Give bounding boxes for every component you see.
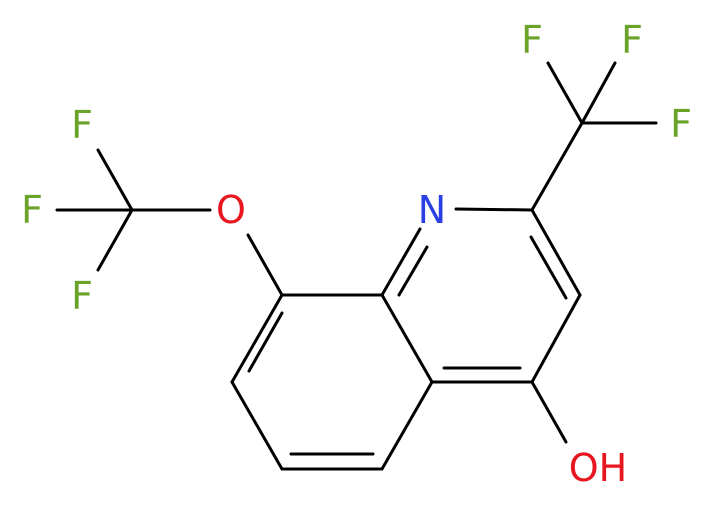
- bond-ocf3-f-left-top: [96, 148, 134, 212]
- atom-label-fluorine: F: [621, 18, 643, 62]
- atom-label-fluorine: F: [71, 274, 93, 318]
- bond-ocf3-f-left-bottom: [96, 208, 134, 272]
- atom-label-nitrogen: N: [418, 188, 446, 232]
- atom-label-fluorine: F: [521, 18, 543, 62]
- bond-c8a-n: [380, 227, 422, 297]
- bond-c3-c4: [530, 293, 582, 384]
- bond-c8a-n-inner: [397, 245, 429, 297]
- bond-n-c2: [454, 207, 534, 212]
- atom-labels: F F F F F F O N OH: [21, 18, 692, 490]
- bond-c4a-c8a: [380, 293, 434, 384]
- bond-c4-oh: [530, 380, 568, 444]
- bond-cf3-f-top-left: [546, 61, 584, 125]
- atom-label-fluorine: F: [670, 102, 692, 146]
- atom-label-oxygen: O: [216, 188, 246, 232]
- atom-label-hydroxyl: OH: [569, 446, 627, 490]
- bond-c8-c7: [230, 293, 284, 384]
- bond-c2-c3: [530, 208, 582, 297]
- atom-label-fluorine: F: [21, 188, 43, 232]
- bond-c8-o: [246, 233, 284, 297]
- bond-cf3-f-top-right: [580, 61, 617, 125]
- bonds: [55, 61, 658, 471]
- bond-c2-cf3: [530, 121, 584, 212]
- bond-c2-c3-inner: [529, 235, 568, 300]
- atom-label-fluorine: F: [71, 103, 93, 147]
- bond-c8-c7-inner: [247, 311, 284, 373]
- bond-c5-c4a: [380, 380, 434, 471]
- bond-c7-c6: [230, 380, 284, 471]
